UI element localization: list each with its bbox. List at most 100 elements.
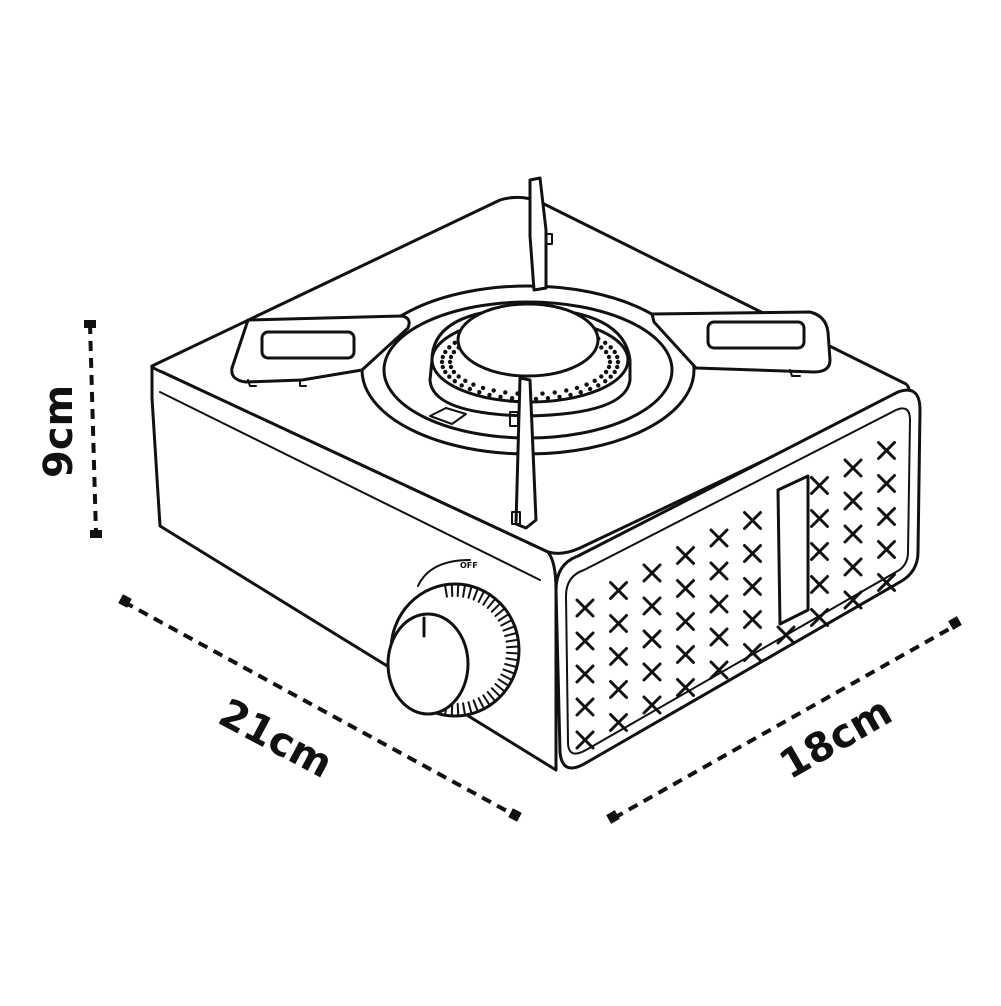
flame-hole [533,396,539,402]
burner-cap-top [456,302,600,378]
grille-x-mark [810,542,829,561]
flame-hole [596,383,601,388]
flame-hole [439,359,445,365]
grille-x-mark [743,643,762,662]
flame-hole [456,374,461,379]
flame-hole [592,378,597,383]
knob-rib [472,587,479,601]
pot-support-right [650,310,832,374]
grille-x-mark [877,507,896,526]
knob-rib [500,619,513,627]
length-dimension-line [123,600,517,818]
left-support-slot [260,330,356,360]
flame-hole [448,364,454,370]
knob-rib [482,694,491,707]
flame-hole [606,354,612,360]
grille-x-mark [575,697,595,717]
flame-hole [578,390,583,395]
knob-rib [462,583,466,598]
flame-hole [557,394,562,400]
pot-support-back [528,176,548,292]
height-dimension-cap-bottom [90,530,102,538]
grille-x-mark [709,660,729,680]
knob-rib [505,645,520,649]
knob-indicator-arc [417,559,471,587]
grille-x-mark [743,511,762,530]
knob-rib [504,663,518,669]
flame-hole [615,359,621,365]
grille-x-mark [609,614,628,633]
grille-x-mark [642,629,662,649]
grille-x-mark [877,474,896,493]
knob-rib [500,673,513,681]
grille-x-mark [676,579,695,598]
knob-rib [494,683,506,693]
grille-x-mark [877,573,896,592]
flame-hole [540,391,545,396]
left-support-feet [247,379,307,387]
flame-hole [603,340,608,345]
grille-x-mark [743,544,762,563]
knob-rib [502,668,516,675]
height-dimension-cap-top [84,320,96,328]
grille-x-mark [776,625,796,645]
knob-rib [450,583,454,598]
grille-x-mark [676,612,695,631]
length-label: 21cm [211,690,339,787]
height-dimension-line [88,323,98,535]
flame-hole [447,359,453,365]
grille-x-mark [642,695,662,715]
knob-rib [504,631,518,637]
grille-x-mark [575,730,595,750]
knob-rib [497,613,510,622]
flame-hole [447,374,452,379]
back-support-tab [545,233,553,245]
length-dimension-cap-start [118,594,132,608]
flame-hole [607,359,613,365]
knob-rib [462,702,466,717]
knob-off-label: OFF [460,561,478,570]
grille-x-mark [743,610,762,629]
grille-x-mark [810,608,829,627]
width-dimension-line [613,622,959,820]
height-dimension: 9cm [36,320,102,538]
flame-hole [440,364,445,370]
flame-hole [612,369,617,375]
front-grille-panel [565,407,911,755]
front-support-tab [509,411,519,427]
flame-hole [452,340,457,345]
flame-hole [443,369,448,375]
knob-rib [477,590,486,603]
flame-hole [606,364,612,370]
grille-x-mark [709,561,729,581]
height-label: 9cm [36,385,82,478]
flame-hole [443,349,448,355]
flame-hole [587,386,593,392]
grille-x-mark [609,713,628,732]
length-dimension-cap-end [508,808,522,822]
flame-hole [603,379,608,384]
flame-hole [615,354,620,360]
knob-rib [505,651,520,655]
grille-x-mark [709,594,729,614]
front-support-foot [511,511,521,525]
control-knob: OFF [386,559,521,718]
grille-x-mark [877,441,896,460]
width-dimension-cap-start [606,810,620,824]
knob-rib [490,687,502,698]
grille-x-mark [843,557,863,577]
knob-rib [482,593,491,606]
flame-hole [568,392,573,398]
right-support-feet [789,369,801,377]
grille-x-mark [843,491,863,511]
right-support-slot [706,320,806,350]
flame-hole [447,345,452,350]
left-side-edge-line [159,391,541,581]
knob-rib [456,583,460,598]
knob-rib [497,678,510,687]
flame-hole [552,390,557,395]
flame-hole [584,382,589,387]
flame-hole [503,390,508,395]
flame-hole [615,364,620,370]
flame-hole [459,383,464,388]
